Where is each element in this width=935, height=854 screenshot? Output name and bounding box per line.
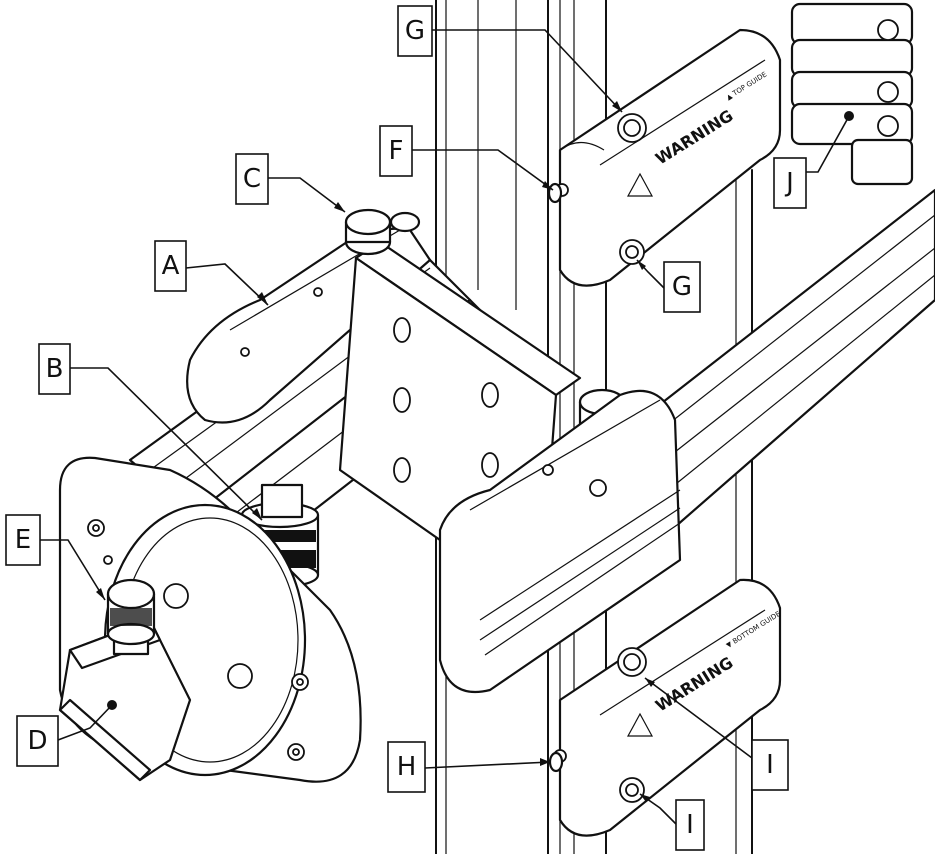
callout-g-top-label: G (405, 16, 425, 46)
knob-c (344, 208, 421, 256)
callout-j-label: J (784, 168, 794, 198)
callout-a: A (154, 240, 187, 292)
callout-b: B (38, 343, 71, 395)
callout-h: H (387, 741, 426, 793)
callout-a-label: A (162, 251, 180, 281)
leader-lines (40, 29, 849, 825)
callout-f-label: F (389, 136, 404, 166)
callout-h-label: H (397, 752, 417, 782)
callout-i-upper-label: I (766, 750, 774, 780)
callout-g-bottom: G (663, 261, 701, 313)
right-carriage-block (438, 389, 682, 694)
callout-g-bottom-label: G (672, 272, 692, 302)
callout-d: D (16, 715, 59, 767)
callout-d-label: D (27, 726, 47, 756)
callout-b-label: B (46, 354, 64, 384)
callout-c-label: C (243, 164, 261, 194)
pin-h (548, 751, 564, 773)
callout-i-lower: I (675, 799, 705, 851)
callout-i-lower-label: I (686, 810, 694, 840)
callout-g-top: G (397, 5, 433, 57)
callout-f: F (379, 125, 413, 177)
horizontal-rail (638, 188, 935, 542)
pin-f (547, 182, 563, 204)
callout-j: J (773, 157, 807, 209)
callout-i-upper: I (751, 739, 789, 791)
callout-e-label: E (15, 525, 31, 555)
callout-e: E (5, 514, 41, 566)
lower-bearing-block: WARNING ▼ BOTTOM GUIDE (553, 578, 782, 837)
upper-bearing-block: WARNING ▲ TOP GUIDE (555, 28, 782, 287)
cable-chain (790, 2, 914, 186)
callout-c: C (235, 153, 269, 205)
knob-e (106, 578, 156, 646)
